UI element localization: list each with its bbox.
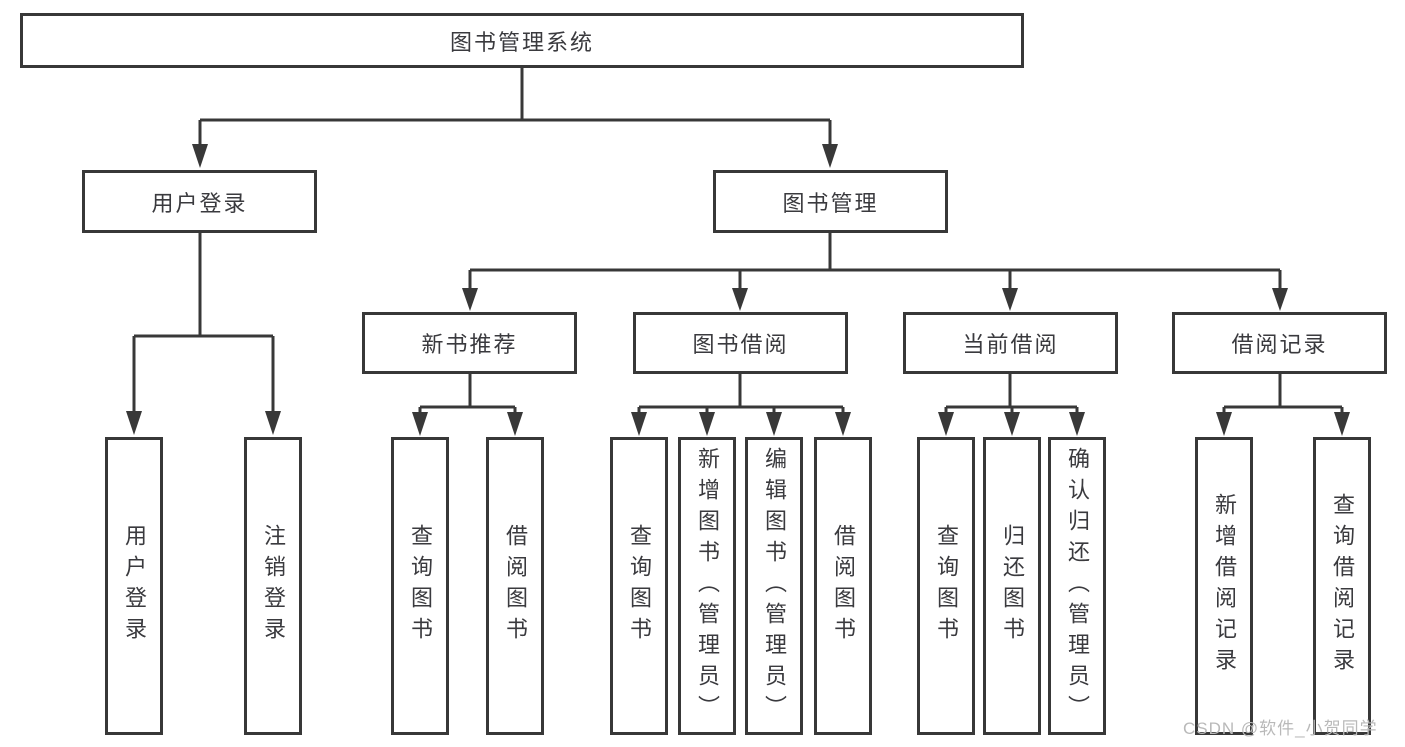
leaf-bb-query-book-label: 查询图书 — [627, 524, 652, 648]
leaf-rec-borrow-book: 借阅图书 — [486, 437, 544, 735]
leaf-cb-query-book-label: 查询图书 — [934, 524, 959, 648]
leaf-logout: 注销登录 — [244, 437, 302, 735]
node-book-borrow-label: 图书借阅 — [692, 332, 789, 357]
leaf-bb-add-book-admin-label: 新增图书（管理员） — [695, 446, 720, 726]
node-new-book-recommend-label: 新书推荐 — [421, 332, 518, 357]
leaf-rec-query-book-label: 查询图书 — [408, 524, 433, 648]
node-borrow-record-label: 借阅记录 — [1231, 332, 1328, 357]
leaf-cb-return-book: 归还图书 — [983, 437, 1041, 735]
node-root-label: 图书管理系统 — [449, 29, 594, 55]
leaf-bb-query-book: 查询图书 — [610, 437, 668, 735]
node-book-management: 图书管理 — [713, 170, 948, 233]
arrowheads — [126, 144, 1350, 436]
leaf-cb-confirm-return-admin-label: 确认归还（管理员） — [1065, 446, 1090, 726]
leaf-cb-query-book: 查询图书 — [917, 437, 975, 735]
csdn-watermark: CSDN @软件_小贺同学 — [1183, 719, 1378, 738]
leaf-br-add-record: 新增借阅记录 — [1195, 437, 1253, 735]
leaf-cb-return-book-label: 归还图书 — [1000, 524, 1025, 648]
leaf-logout-label: 注销登录 — [261, 524, 286, 648]
leaf-br-query-record: 查询借阅记录 — [1313, 437, 1371, 735]
node-user-login: 用户登录 — [82, 170, 317, 233]
leaf-bb-add-book-admin: 新增图书（管理员） — [678, 437, 736, 735]
leaf-bb-edit-book-admin-label: 编辑图书（管理员） — [762, 446, 787, 726]
node-root: 图书管理系统 — [20, 13, 1024, 68]
node-book-management-label: 图书管理 — [782, 190, 879, 216]
node-borrow-record: 借阅记录 — [1172, 312, 1387, 374]
leaf-user-login: 用户登录 — [105, 437, 163, 735]
leaf-rec-borrow-book-label: 借阅图书 — [503, 524, 528, 648]
leaf-bb-edit-book-admin: 编辑图书（管理员） — [745, 437, 803, 735]
leaf-br-query-record-label: 查询借阅记录 — [1330, 493, 1355, 679]
leaf-user-login-label: 用户登录 — [122, 524, 147, 648]
leaf-bb-borrow-book: 借阅图书 — [814, 437, 872, 735]
node-book-borrow: 图书借阅 — [633, 312, 848, 374]
node-user-login-label: 用户登录 — [151, 190, 248, 216]
leaf-bb-borrow-book-label: 借阅图书 — [831, 524, 856, 648]
node-current-borrow: 当前借阅 — [903, 312, 1118, 374]
leaf-br-add-record-label: 新增借阅记录 — [1212, 493, 1237, 679]
node-current-borrow-label: 当前借阅 — [962, 332, 1059, 357]
leaf-rec-query-book: 查询图书 — [391, 437, 449, 735]
leaf-cb-confirm-return-admin: 确认归还（管理员） — [1048, 437, 1106, 735]
node-new-book-recommend: 新书推荐 — [362, 312, 577, 374]
